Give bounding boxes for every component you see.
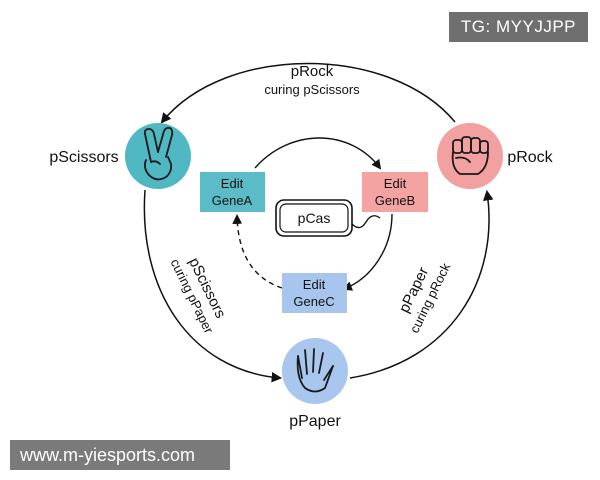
gene-b-line1: Edit	[384, 176, 407, 191]
top-arc-label-line2: curing pScissors	[264, 82, 360, 97]
pcas-outer-outline	[275, 199, 353, 237]
scissors-circle	[125, 123, 191, 189]
gene-a-line2: GeneA	[212, 193, 253, 208]
inner-arrow-c-to-a-dashed	[232, 214, 283, 289]
gene-b-line2: GeneB	[375, 193, 415, 208]
pcas-label: pCas	[298, 210, 331, 226]
top-arc-arrow	[160, 62, 456, 124]
paper-label: pPaper	[289, 413, 341, 430]
edit-gene-a-box: Edit GeneA	[200, 172, 265, 212]
fist-icon	[451, 136, 489, 175]
gene-a-line1: Edit	[221, 176, 244, 191]
gene-b-rect	[362, 172, 428, 212]
edit-gene-b-box: Edit GeneB	[362, 172, 428, 212]
victory-hand-icon	[143, 126, 174, 181]
inner-arrow-b-to-c	[342, 213, 393, 291]
left-arc-arrow	[143, 189, 283, 383]
gene-c-line1: Edit	[303, 277, 326, 292]
scissors-node: pScissors	[49, 123, 191, 189]
scissors-label: pScissors	[49, 149, 118, 166]
right-arc-arrow	[349, 189, 494, 379]
rock-label: pRock	[507, 149, 553, 166]
pcas-plasmid: pCas	[275, 199, 381, 237]
gene-c-line2: GeneC	[293, 294, 334, 309]
paper-node: pPaper	[282, 338, 348, 430]
rock-node: pRock	[437, 123, 554, 189]
edit-gene-c-box: Edit GeneC	[282, 273, 347, 313]
top-arc-label-line1: pRock	[291, 63, 334, 80]
tg-watermark: TG: MYYJJPP	[448, 12, 588, 42]
paper-circle	[282, 338, 348, 404]
pcas-inner-outline	[279, 203, 349, 233]
gene-c-rect	[282, 273, 347, 313]
inner-arrow-a-to-b	[254, 137, 382, 170]
rock-circle	[437, 123, 503, 189]
website-watermark: www.m-yiesports.com	[10, 440, 230, 470]
open-hand-icon	[296, 348, 334, 393]
pcas-squiggle-line	[351, 215, 381, 229]
gene-a-rect	[200, 172, 265, 212]
